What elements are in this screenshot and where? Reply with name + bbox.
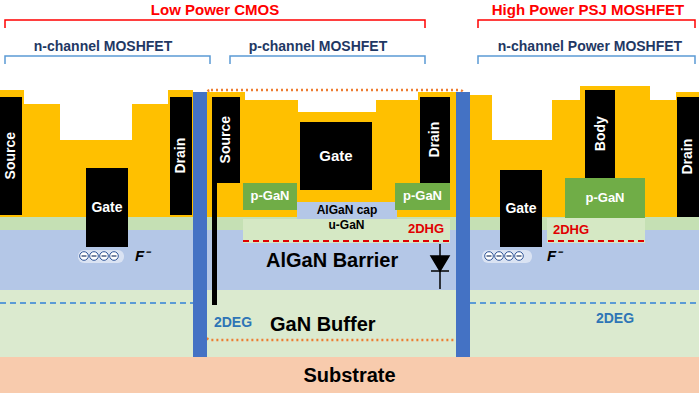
node-label: GaN Buffer [270,313,376,335]
2deg-line [0,302,193,304]
device-title: n-channel MOSHFET [34,38,172,54]
node-label: p-GaN [403,189,442,203]
gate-electrode: Gate [500,170,542,247]
substrate-layer: Substrate [0,357,699,393]
ion-symbol [495,252,504,261]
ion-symbol [515,252,524,261]
node-label: Source [218,116,233,163]
ion-sign [112,255,117,256]
ion-symbol [505,252,514,261]
dotted-outline [205,90,465,340]
source-electrode: Source [0,97,22,215]
drain-electrode: Drain [420,97,450,183]
ion-sign [92,255,97,256]
ion-symbol [100,252,109,261]
bracket [5,56,210,64]
node-label: Drain [680,139,695,175]
body-electrode: Body [585,90,615,178]
isolation-bar [193,92,207,357]
2dhg-line [243,240,450,242]
ion-sign [102,255,107,256]
source-electrode: Source [212,97,240,183]
fluorine-region [78,250,124,263]
cap-layer: AlGaN cap [297,202,397,219]
device-title: n-channel Power MOSHFET [498,38,682,54]
ion-sign [507,255,512,256]
p-gan-layer: p-GaN [395,183,450,210]
ion-symbol [485,252,494,261]
bracket [5,20,425,28]
node-label: AlGaN Barrier [266,249,398,271]
ion-sign [497,255,502,256]
node-label: u-GaN [329,219,365,232]
group-title: High Power PSJ MOSHFET [492,1,685,18]
ion-label: F⁻ [135,247,149,264]
buffer-layer: GaN Buffer [0,290,699,357]
node-label: Body [592,116,607,151]
barrier-layer: AlGaN Barrier [0,232,699,288]
diode-symbol [431,244,449,289]
bracket [478,56,695,64]
ion-label: F⁻ [547,247,561,264]
ion-sign [517,255,522,256]
isolation-bar [456,92,470,357]
bracket [230,56,425,64]
node-label: Substrate [303,364,395,386]
channel-label: 2DHG [553,223,589,238]
ion-symbol [90,252,99,261]
drain-electrode: Drain [170,97,192,215]
gate-electrode: Gate [300,122,372,190]
group-title: Low Power CMOS [151,1,279,18]
node-label: Drain [427,122,442,158]
channel-label: 2DEG [214,314,252,330]
2dhg-line [548,240,645,242]
node-label: Source [3,132,18,179]
channel-label: 2DEG [596,310,634,326]
channel-label: 2DHG [408,222,444,237]
buffer-layer [0,290,699,357]
fluorine-region [482,250,532,263]
node-label: p-GaN [586,191,625,205]
ion-sign [487,255,492,256]
ion-symbol [110,252,119,261]
2deg-line [470,302,699,304]
p-gan-layer: p-GaN [243,183,297,210]
node-label: AlGaN cap [317,204,378,217]
bracket [478,20,695,28]
substrate-layer [0,357,699,393]
passivation [207,92,456,217]
node-label: Gate [505,201,536,216]
ion-symbol [80,252,89,261]
drain-electrode: Drain [677,97,699,217]
node-label: Drain [173,138,188,174]
ion-sign [82,255,87,256]
node-label: Gate [91,200,122,215]
node-label: Gate [319,148,352,165]
device-title: p-channel MOSHFET [249,38,387,54]
p-gan-layer: p-GaN [565,178,645,218]
gate-electrode: Gate [86,168,128,247]
source-contact [212,180,217,305]
node-label: p-GaN [251,189,290,203]
u-gan-region [243,219,450,243]
u-gan-region [547,218,645,243]
